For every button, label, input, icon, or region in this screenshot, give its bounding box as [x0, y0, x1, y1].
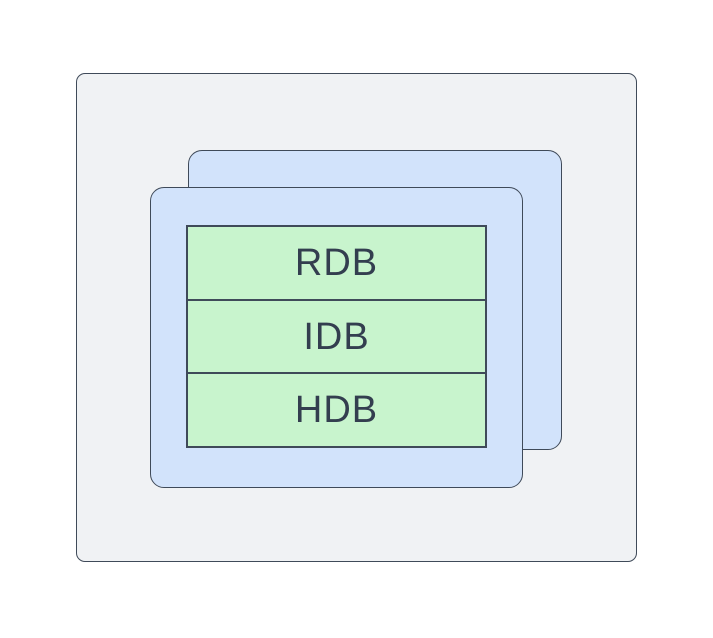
layer-row-hdb: HDB	[188, 374, 485, 447]
layer-label-hdb: HDB	[294, 389, 379, 432]
layer-label-idb: IDB	[303, 315, 370, 358]
layer-label-rdb: RDB	[294, 241, 379, 284]
layer-row-rdb: RDB	[188, 227, 485, 301]
database-layer-stack: RDB IDB HDB	[186, 225, 487, 448]
layer-row-idb: IDB	[188, 300, 485, 375]
